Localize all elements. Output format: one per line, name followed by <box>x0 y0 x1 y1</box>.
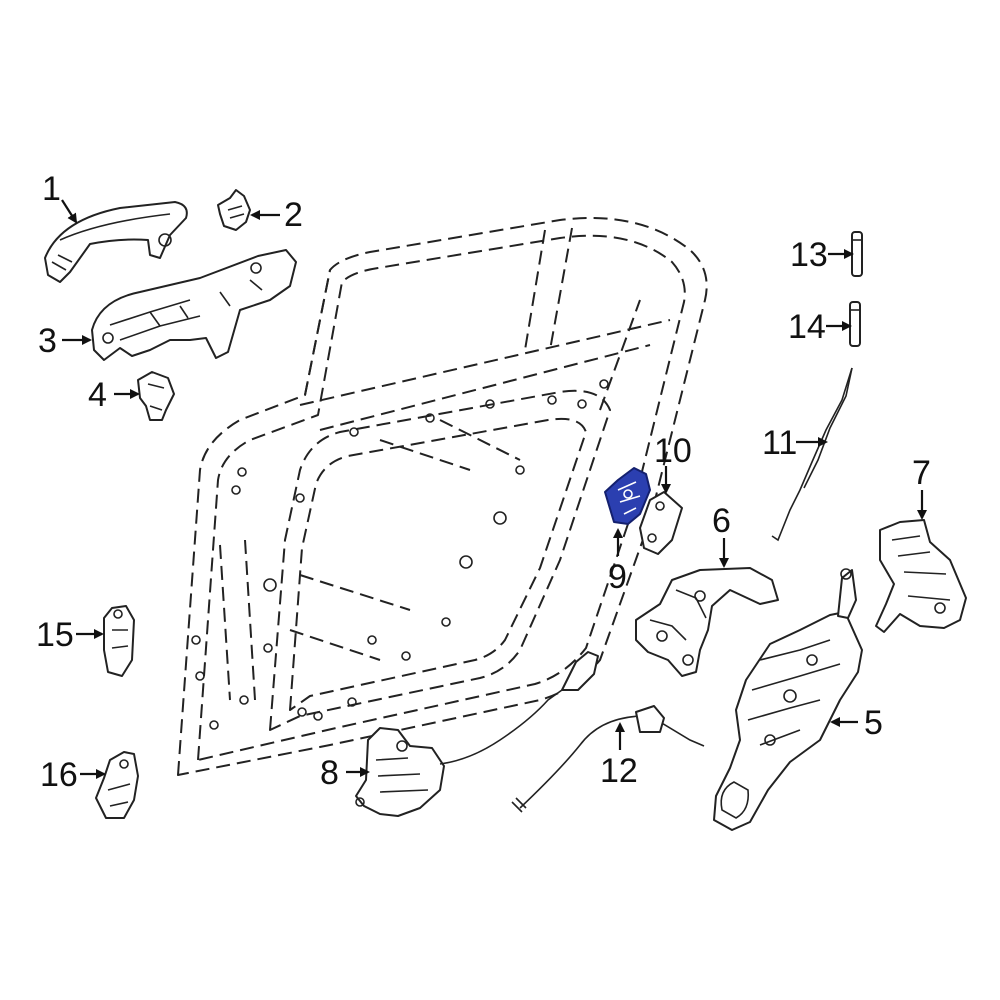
callout-13[interactable]: 13 <box>790 236 828 274</box>
part-8-lock-actuator[interactable] <box>355 651 599 817</box>
callout-9[interactable]: 9 <box>608 558 627 596</box>
callout-15[interactable]: 15 <box>36 616 74 654</box>
part-14-pin[interactable] <box>849 301 861 347</box>
callout-12[interactable]: 12 <box>600 752 638 790</box>
part-16-striker[interactable] <box>95 751 139 819</box>
callout-7[interactable]: 7 <box>912 454 931 492</box>
callout-1[interactable]: 1 <box>42 170 61 208</box>
part-11-rod[interactable] <box>771 367 853 542</box>
part-13-pin[interactable] <box>851 231 863 277</box>
callout-3[interactable]: 3 <box>38 322 57 360</box>
part-6-bracket[interactable] <box>635 567 779 677</box>
callout-4[interactable]: 4 <box>88 376 107 414</box>
door-frame-outline <box>177 217 708 776</box>
callout-16[interactable]: 16 <box>40 756 78 794</box>
part-15-bracket[interactable] <box>103 605 135 677</box>
part-7-actuator-housing[interactable] <box>875 519 967 633</box>
part-1-outside-handle[interactable] <box>44 201 188 283</box>
callout-8[interactable]: 8 <box>320 754 339 792</box>
callout-labels: 1 2 3 4 5 6 7 8 9 10 11 12 13 14 15 16 <box>36 170 931 794</box>
callout-6[interactable]: 6 <box>712 502 731 540</box>
callout-14[interactable]: 14 <box>788 308 826 346</box>
part-4-bracket[interactable] <box>137 371 175 421</box>
callout-5[interactable]: 5 <box>864 704 883 742</box>
part-9-highlighted-bracket[interactable] <box>604 467 651 525</box>
callout-arrows <box>61 199 927 779</box>
part-3-handle-carrier[interactable] <box>91 249 297 361</box>
callout-10[interactable]: 10 <box>654 432 692 470</box>
part-12-cable[interactable] <box>511 705 705 813</box>
callout-11[interactable]: 11 <box>762 424 797 462</box>
part-2-clip[interactable] <box>217 189 251 231</box>
part-5-door-latch[interactable] <box>713 568 863 831</box>
part-10-plate[interactable] <box>639 491 683 555</box>
callout-2[interactable]: 2 <box>284 196 303 234</box>
